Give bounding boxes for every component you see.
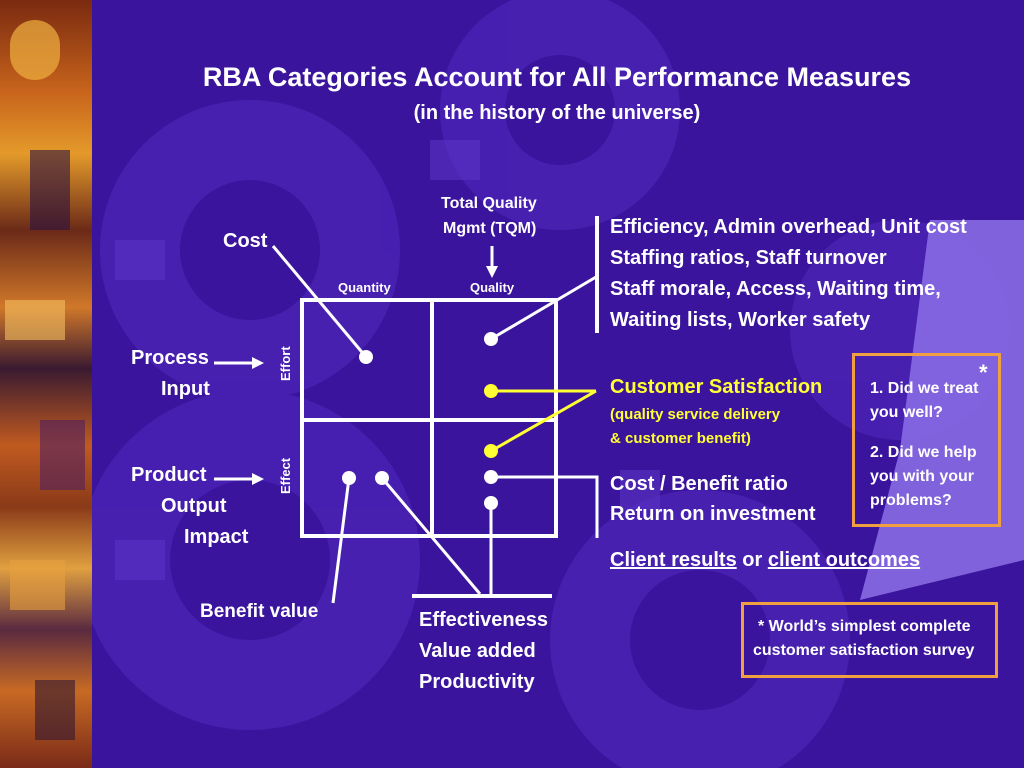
cost-benefit-line-1: Cost / Benefit ratio: [610, 473, 788, 495]
process-label: Process: [131, 347, 209, 369]
footnote-line1: * World’s simplest complete: [758, 618, 971, 635]
effectiveness-label: Effectiveness: [419, 609, 548, 631]
client-results-or: or: [742, 549, 763, 571]
survey-q1-line1: 1. Did we treat: [870, 380, 979, 397]
decorative-image-strip: [0, 0, 92, 768]
footnote-box: * World’s simplest complete customer sat…: [741, 602, 998, 678]
footnote-line2: customer satisfaction survey: [753, 642, 975, 659]
efficiency-line-2: Staffing ratios, Staff turnover: [610, 247, 887, 269]
tqm-label-line2: Mgmt (TQM): [443, 220, 537, 237]
efficiency-pointer: [490, 275, 597, 341]
client-results-text: Client results: [610, 549, 737, 571]
productivity-label: Productivity: [419, 671, 535, 693]
survey-q2-line3: problems?: [870, 492, 952, 509]
efficiency-line-1: Efficiency, Admin overhead, Unit cost: [610, 216, 967, 238]
output-label: Output: [161, 495, 227, 517]
cust-sat-line-2: [490, 389, 597, 453]
input-label: Input: [161, 378, 210, 400]
page-subtitle: (in the history of the universe): [413, 102, 701, 124]
customer-satisfaction-line-1: (quality service delivery: [610, 406, 781, 423]
quantity-effect-pointer: [380, 477, 482, 595]
tqm-arrow-head: [486, 266, 498, 278]
survey-q1-line2: you well?: [870, 404, 943, 421]
survey-q2-line2: you with your: [870, 468, 974, 485]
cost-pointer: [271, 245, 368, 358]
value-added-label: Value added: [419, 640, 536, 662]
customer-satisfaction-line-2: & customer benefit): [610, 430, 751, 447]
process-arrow-head: [252, 357, 264, 369]
product-label: Product: [131, 464, 207, 486]
efficiency-line-4: Waiting lists, Worker safety: [610, 309, 871, 331]
benefit-value-pointer: [331, 477, 351, 604]
column-label-quality: Quality: [470, 280, 515, 295]
cost-benefit-line-2: Return on investment: [610, 503, 816, 525]
page-title: RBA Categories Account for All Performan…: [202, 62, 912, 92]
efficiency-line-3: Staff morale, Access, Waiting time,: [610, 278, 941, 300]
product-arrow-head: [252, 473, 264, 485]
dot-cost: [359, 350, 373, 364]
cost-benefit-bracket: [491, 475, 599, 538]
client-results-line: Client results or client outcomes: [610, 549, 920, 572]
column-label-quantity: Quantity: [338, 280, 391, 295]
benefit-value-label: Benefit value: [200, 601, 319, 622]
survey-q2-line1: 2. Did we help: [870, 444, 977, 461]
tqm-label-line1: Total Quality: [441, 195, 537, 212]
client-outcomes-text: client outcomes: [767, 549, 921, 571]
cost-label: Cost: [223, 230, 268, 252]
survey-box: * 1. Did we treat you well? 2. Did we he…: [852, 353, 1001, 527]
customer-satisfaction-heading: Customer Satisfaction: [610, 376, 823, 398]
survey-asterisk: *: [979, 360, 988, 385]
impact-label: Impact: [184, 526, 249, 548]
